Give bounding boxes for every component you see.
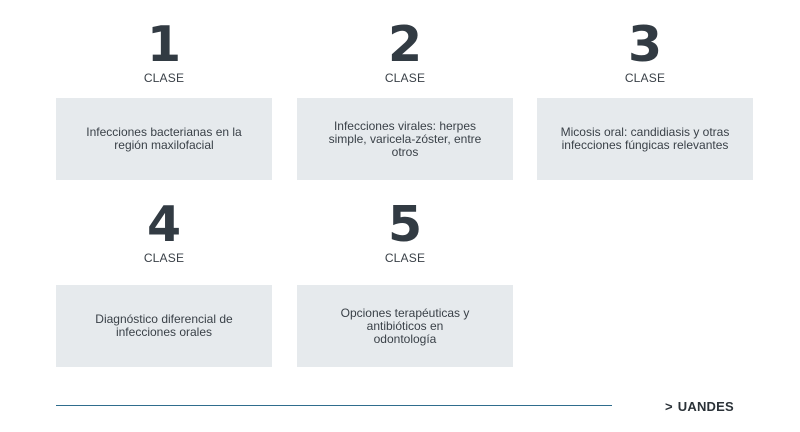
class-number: 2 xyxy=(387,16,423,73)
class-description: Infecciones virales: herpes simple, vari… xyxy=(328,118,482,159)
class-label: CLASE xyxy=(384,71,426,85)
class-card: Opciones terapéuticas y antibióticos en … xyxy=(297,285,513,367)
class-card: Micosis oral: candidiasis y otras infecc… xyxy=(537,98,753,180)
class-label: CLASE xyxy=(384,251,426,265)
class-card: Infecciones bacterianas en la región max… xyxy=(56,98,272,180)
class-label: CLASE xyxy=(143,71,185,85)
class-description: Infecciones bacterianas en la región max… xyxy=(86,125,242,152)
class-number: 4 xyxy=(146,196,182,253)
brand-logo: > UANDES xyxy=(665,398,734,414)
class-number: 5 xyxy=(387,196,423,253)
class-number: 1 xyxy=(146,16,182,73)
class-description: Opciones terapéuticas y antibióticos en … xyxy=(340,305,470,346)
class-number: 3 xyxy=(627,16,663,73)
class-description: Diagnóstico diferencial de infecciones o… xyxy=(95,312,233,339)
class-card: Diagnóstico diferencial de infecciones o… xyxy=(56,285,272,367)
class-card: Infecciones virales: herpes simple, vari… xyxy=(297,98,513,180)
brand-name: UANDES xyxy=(677,398,734,414)
class-label: CLASE xyxy=(143,251,185,265)
chevron-right-icon: > xyxy=(665,398,673,414)
class-description: Micosis oral: candidiasis y otras infecc… xyxy=(560,125,730,152)
class-label: CLASE xyxy=(624,71,666,85)
footer-divider xyxy=(56,405,612,406)
